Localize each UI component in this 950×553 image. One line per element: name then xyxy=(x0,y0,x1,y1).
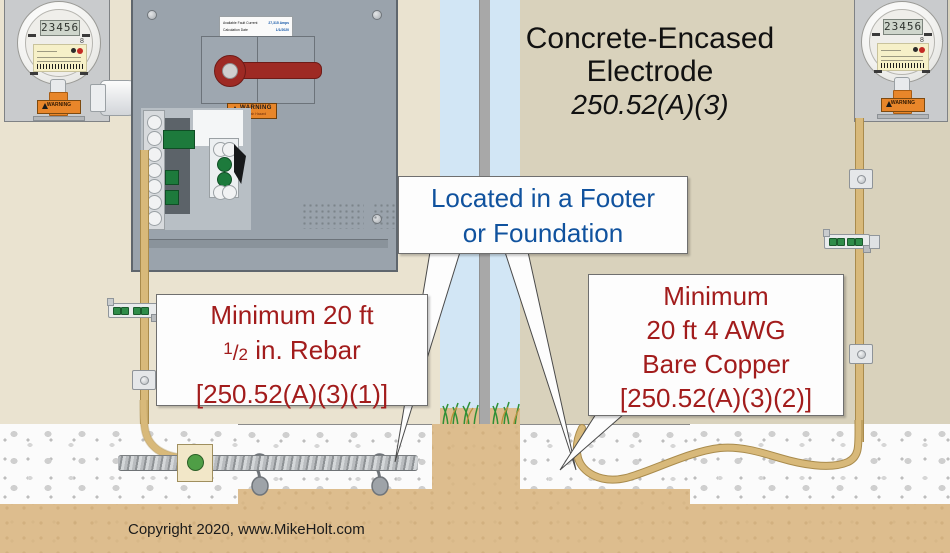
callout-copper-line-3: Bare Copper xyxy=(642,349,790,379)
meter-glass-left: 23456 8 xyxy=(17,1,101,85)
meter-tick-left-a xyxy=(28,34,36,37)
meter-warning-text-right: WARNING xyxy=(890,100,916,106)
fault-label-row1: Available Fault Current xyxy=(223,21,258,25)
meter-warning-label-left: WARNING xyxy=(37,100,81,114)
ground-bar-left-tab xyxy=(107,298,114,306)
meter-lcd-right: 23456 xyxy=(883,19,923,35)
conduit-strap-right-lower xyxy=(849,344,873,364)
strap-screw-right-upper xyxy=(857,175,866,184)
fault-label-row2: Calculation Date xyxy=(223,28,248,32)
callout-copper-line-4: [250.52(A)(3)(2)] xyxy=(619,383,813,413)
callout-rebar-line-3: [250.52(A)(3)(1)] xyxy=(195,379,389,409)
callout-copper-line-1: Minimum xyxy=(663,281,769,311)
strap-screw-right-lower xyxy=(857,350,866,359)
concrete-footer-right-deep xyxy=(690,424,950,504)
service-raceway-hub xyxy=(90,84,106,112)
callout-rebar-spec: Minimum 20 ft 1/2 in. Rebar [250.52(A)(3… xyxy=(156,294,428,409)
callout-rebar-line-2-rest: in. Rebar xyxy=(248,335,361,365)
title-line-2: Electrode xyxy=(586,55,714,88)
fraction-numerator: 1 xyxy=(223,339,233,358)
meter-symbol-right: 8 xyxy=(920,37,924,44)
fault-label-value1: 27,315 Amps xyxy=(268,21,289,25)
meter-tick-left-b xyxy=(82,34,90,37)
service-panel[interactable]: Available Fault Current 27,315 Amps Calc… xyxy=(131,0,459,272)
meter-warning-label-right: WARNING xyxy=(881,98,925,112)
feeder-lug-a xyxy=(163,130,195,149)
meter-glass-right: 23456 8 xyxy=(861,1,943,83)
panel-screw-tl xyxy=(147,10,157,20)
callout-rebar-line-2: 1/2 in. Rebar xyxy=(157,332,427,377)
gec-right-connector xyxy=(869,235,880,249)
callout-rebar-line-1: Minimum 20 ft xyxy=(210,300,374,330)
callout-footer-line-2: or Foundation xyxy=(462,218,624,248)
callout-footer-foundation: Located in a Footer or Foundation xyxy=(398,176,688,254)
ground-bar-right-tab xyxy=(823,229,830,237)
panel-vent-left xyxy=(302,203,364,229)
callout-copper-line-2: 20 ft 4 AWG xyxy=(646,315,786,345)
conduit-strap-left xyxy=(132,370,156,390)
gec-left-vertical xyxy=(140,150,149,424)
meter-face-right: 23456 8 xyxy=(869,9,935,75)
available-fault-current-label: Available Fault Current 27,315 Amps Calc… xyxy=(219,16,293,38)
arc-flash-subtext: Arc Flash Hazard xyxy=(240,111,267,116)
ground-bar-right xyxy=(824,234,870,249)
page-title: Concrete-Encased Electrode 250.52(A)(3) xyxy=(470,22,830,121)
meter-lcd-left: 23456 xyxy=(40,20,80,36)
title-line-1: Concrete-Encased xyxy=(525,22,775,55)
rebar-electrode xyxy=(118,455,418,471)
panel-bottom-rail xyxy=(141,239,388,248)
meter-enclosure-right: 23456 8 WARNING xyxy=(854,0,948,122)
ground-bar-right-screw xyxy=(863,245,871,253)
meter-nameplate-right xyxy=(877,43,929,71)
rebar-ground-clamp xyxy=(177,444,213,482)
callout-copper-spec: Minimum 20 ft 4 AWG Bare Copper [250.52(… xyxy=(588,274,844,416)
callout-footer-line-1: Located in a Footer xyxy=(430,183,656,213)
meter-face-left: 23456 8 xyxy=(25,9,93,77)
feeder-lug-b xyxy=(165,170,179,185)
disconnect-lever-knob[interactable] xyxy=(222,63,238,79)
meter-symbol-left: 8 xyxy=(80,38,84,45)
gec-right-run xyxy=(572,420,863,484)
gec-right-vertical xyxy=(855,118,864,442)
rebar-clamp-bolt xyxy=(187,454,204,471)
title-code-reference: 250.52(A)(3) xyxy=(571,89,729,120)
conduit-strap-right-upper xyxy=(849,169,873,189)
arc-flash-heading: WARNING xyxy=(240,105,272,111)
one-half-fraction: 1/2 xyxy=(223,332,248,377)
copyright-notice: Copyright 2020, www.MikeHolt.com xyxy=(128,521,365,538)
panel-screw-tr xyxy=(372,10,382,20)
meter-warning-text-left: WARNING xyxy=(46,102,72,108)
fault-label-value2: 1/1/2020 xyxy=(275,28,289,32)
strap-screw-left xyxy=(140,376,149,385)
fraction-denominator: 2 xyxy=(238,345,249,364)
feeder-lug-c xyxy=(165,190,179,205)
fraction-slash: / xyxy=(232,342,239,365)
meter-nameplate-left xyxy=(33,44,87,72)
